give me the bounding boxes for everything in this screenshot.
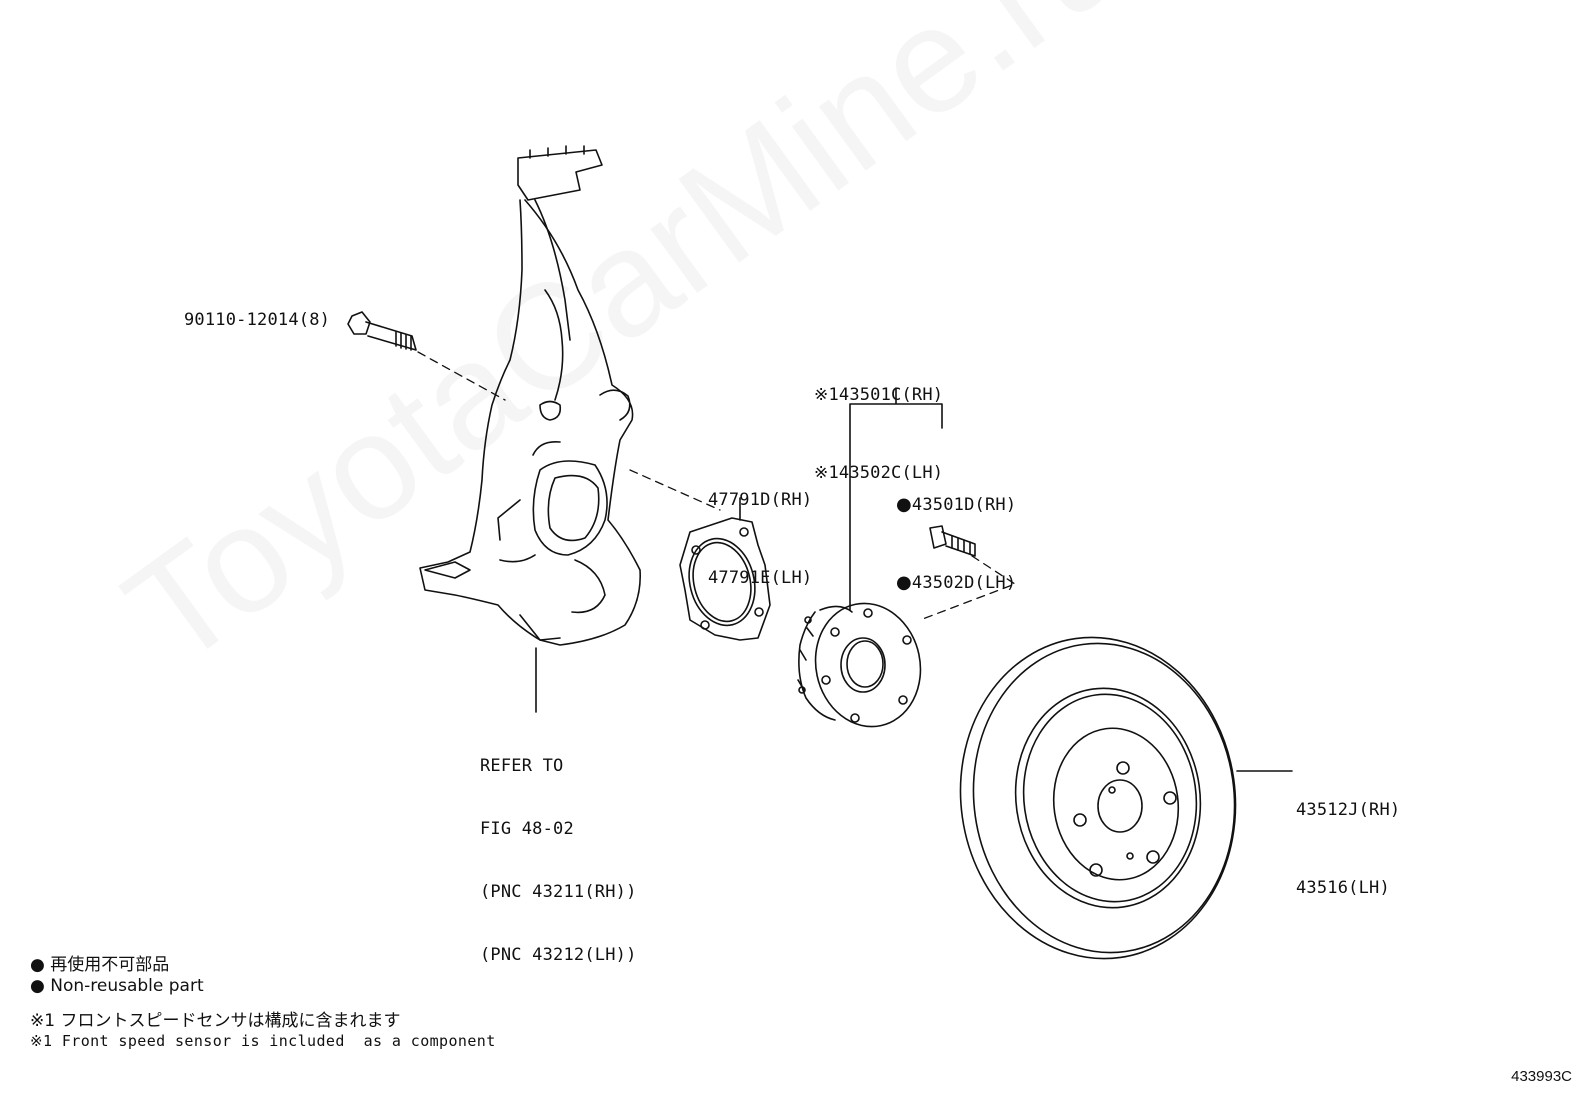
hub-bolt-drawing [929,525,976,557]
legend-non-reusable-jp: ● 再使用不可部品 [30,955,170,975]
dust-cover-drawing [679,517,771,641]
hub-unit-part-numbers: ※143501C(RH) ※143502C(LH) [814,330,943,538]
brake-disc-drawing [959,636,1237,960]
non-reusable-mark: ● [896,494,912,515]
hub-unit-rh: ※143501C(RH) [814,385,944,405]
legend-non-reusable-en: ● Non-reusable part [30,976,204,996]
hub-bolt-part-numbers: ●43501D(RH) ●43502D(LH) [896,440,1016,648]
disc-lh: 43516(LH) [1296,878,1390,898]
dust-cover-part-numbers: 47791D(RH) 47791E(LH) [708,435,812,643]
knuckle-bolt-drawing [347,311,417,351]
assembly-lines [417,351,1016,621]
disc-part-numbers: 43512J(RH) 43516(LH) [1296,745,1400,953]
steering-knuckle-drawing [419,145,642,646]
legend-sensor-note-en: ※1 Front speed sensor is included as a c… [30,1032,496,1050]
hub-bolt-rh-row: ●43501D(RH) [896,492,1016,518]
legend-sensor-note-jp: ※1 フロントスピードセンサは構成に含まれます [30,1011,401,1031]
disc-rh: 43512J(RH) [1296,800,1401,820]
leader-lines [535,387,1293,772]
hub-bolt-lh: 43502D(LH) [911,573,1017,593]
dust-cover-rh: 47791D(RH) [708,490,813,510]
dust-cover-lh: 47791E(LH) [708,568,813,588]
knuckle-ref-line-3: (PNC 43211(RH)) [480,882,637,902]
figure-id: 433993C [1511,1068,1572,1085]
knuckle-ref-line-1: REFER TO [480,756,564,776]
hub-bearing-drawing [797,602,922,728]
non-reusable-mark: ● [896,572,912,593]
knuckle-ref-line-2: FIG 48-02 [480,819,574,839]
knuckle-reference-note: REFER TO FIG 48-02 (PNC 43211(RH)) (PNC … [480,714,637,1008]
hub-bolt-rh: 43501D(RH) [911,495,1017,515]
bolt-part-number: 90110-12014(8) [184,310,331,330]
hub-unit-lh: ※143502C(LH) [814,463,944,483]
knuckle-ref-line-4: (PNC 43212(LH)) [480,945,637,965]
hub-bolt-lh-row: ●43502D(LH) [896,570,1016,596]
